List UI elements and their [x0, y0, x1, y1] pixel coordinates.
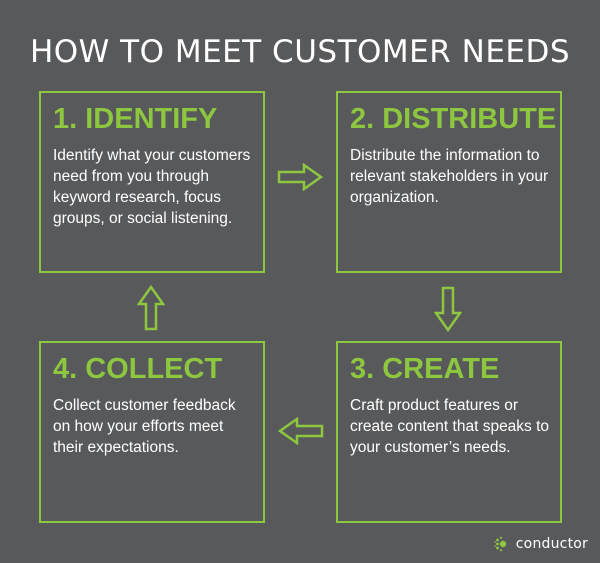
brand-logo: conductor — [493, 535, 588, 553]
step-box-identify: 1. IDENTIFY Identify what your customers… — [39, 91, 265, 273]
step-body-identify: Identify what your customers need from y… — [53, 147, 251, 227]
arrow-up-icon — [137, 285, 165, 331]
page-title: HOW TO MEET CUSTOMER NEEDS — [29, 34, 571, 70]
step-box-distribute: 2. DISTRIBUTE Distribute the information… — [336, 91, 562, 273]
step-box-create: 3. CREATE Craft product features or crea… — [336, 341, 562, 523]
step-body-create: Craft product features or create content… — [350, 397, 550, 456]
step-title-collect: 4. COLLECT — [53, 353, 223, 385]
arrow-left-icon — [278, 417, 324, 445]
step-body-collect: Collect customer feedback on how your ef… — [53, 397, 236, 456]
brand-name: conductor — [515, 536, 588, 552]
step-title-distribute: 2. DISTRIBUTE — [350, 103, 557, 135]
step-title-create: 3. CREATE — [350, 353, 500, 385]
arrow-down-icon — [434, 286, 462, 332]
step-title-identify: 1. IDENTIFY — [53, 103, 218, 135]
step-body-distribute: Distribute the information to relevant s… — [350, 147, 549, 206]
step-box-collect: 4. COLLECT Collect customer feedback on … — [39, 341, 265, 523]
conductor-logo-icon — [493, 536, 506, 552]
arrow-right-icon — [277, 163, 323, 191]
